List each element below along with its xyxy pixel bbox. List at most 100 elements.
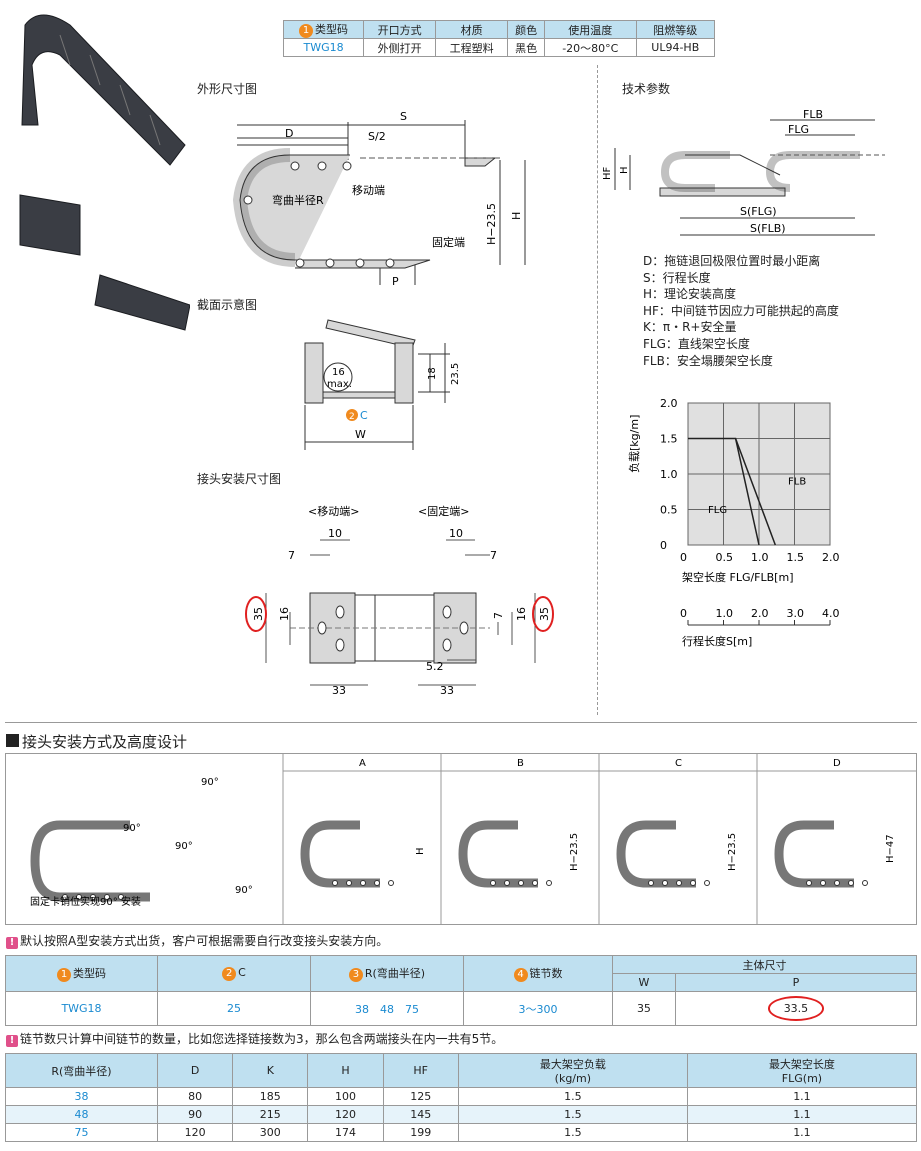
y-tick-label: 2.0 (660, 397, 678, 410)
dim-S: S (400, 110, 407, 123)
main-header: 主体尺寸 (612, 955, 917, 974)
divider (597, 65, 598, 715)
dim-header: R(弯曲半径) (5, 1053, 158, 1088)
dim-header: H (307, 1053, 384, 1088)
pin-icon (546, 880, 552, 886)
spec-cell: UL94-HB (635, 38, 716, 57)
spec-cell: -20～80°C (544, 38, 637, 57)
note-link-count: !链节数只计算中间链节的数量，比如您选择链接数为3，那么包含两端接头在内一共有5… (6, 1030, 503, 1047)
pin-icon (806, 880, 812, 886)
secondary-tick-label: 4.0 (822, 607, 840, 620)
dim-7: 7 (490, 549, 497, 562)
fixed-end-label: 固定端 (432, 235, 465, 249)
x-tick-label: 2.0 (822, 551, 840, 564)
section-drawing: 16 max. 18 23.5 2 C W (304, 319, 461, 450)
dim-cell: 1.5 (457, 1087, 688, 1106)
spec-header: 使用温度 (544, 20, 637, 39)
spec-cell: TWG18 (282, 38, 365, 57)
note-default-install: !默认按照A型安装方式出货，客户可根据需要自行改变接头安装方向。 (6, 932, 388, 949)
pin-icon (518, 880, 524, 886)
x-axis-label: 架空长度 FLG/FLB[m] (682, 570, 793, 584)
pin-icon (374, 880, 380, 886)
dim-header: HF (382, 1053, 459, 1088)
c-label: C (360, 409, 368, 422)
install-caption: 固定卡销位实现90° 安装 (30, 895, 141, 908)
dim-cell: 100 (307, 1087, 384, 1106)
dim-H-23.5: H−23.5 (727, 833, 738, 871)
definition: S：行程长度 (643, 270, 711, 285)
FLG-label: FLG (788, 123, 809, 136)
dim-cell: 1.1 (686, 1105, 918, 1124)
pin-icon (690, 880, 696, 886)
dim-33: 33 (332, 684, 346, 697)
pin-icon (648, 880, 654, 886)
product-photos (19, 14, 190, 331)
chain-illustration (458, 820, 538, 888)
spec-header: 开口方式 (363, 20, 437, 39)
HF-label: HF (602, 166, 613, 180)
definition: H：理论安装高度 (643, 287, 737, 302)
pin-icon (90, 894, 96, 900)
outline-drawing: D S/2 S 移动端 弯曲半径R 固定端 H−23.5 H P (232, 110, 526, 288)
definition: HF：中间链节因应力可能拱起的高度 (643, 303, 839, 318)
main-header: C (238, 966, 246, 979)
dim-H: H (510, 212, 523, 220)
install-panel: 固定卡销位实现90° 安装 90° 90° 90° 90° A B C D H … (5, 753, 917, 925)
tech-title: 技术参数 (622, 82, 671, 96)
dim-cell: 300 (232, 1123, 309, 1142)
divider (5, 722, 917, 723)
spec-cell: 黑色 (507, 38, 546, 57)
secondary-tick-label: 3.0 (787, 607, 805, 620)
dim-P: P (392, 275, 399, 288)
pin-icon (346, 880, 352, 886)
main-cell: TWG18 (5, 991, 158, 1026)
main-header: W (612, 973, 676, 992)
dim-35: 35 (538, 607, 551, 621)
x-tick-label: 1.5 (787, 551, 805, 564)
angle-label: 90° (235, 885, 253, 896)
pin-icon (820, 880, 826, 886)
dim-cell: 1.5 (457, 1105, 688, 1124)
section-title: 截面示意图 (197, 298, 258, 312)
dim-cell: 145 (382, 1105, 459, 1124)
dim-35: 35 (252, 607, 265, 621)
y-tick-label: 1.0 (660, 468, 678, 481)
pin-icon (360, 880, 366, 886)
dim-cell: 1.1 (686, 1123, 918, 1142)
series-line-FLB (734, 438, 777, 546)
dim-header: K (232, 1053, 309, 1088)
main-header: R(弯曲半径) (364, 967, 426, 980)
joint-drawing: <移动端> <固定端> 10 7 35 16 10 7 7 16 35 5.2 … (245, 504, 554, 697)
SFLG-label: S(FLG) (740, 205, 777, 218)
dim-cell: 90 (156, 1105, 234, 1124)
main-header: 链节数 (529, 967, 563, 980)
max-diameter: 16 (332, 367, 345, 378)
col-A: A (359, 758, 366, 769)
spec-header: 颜色 (507, 20, 546, 39)
dim-16: 16 (278, 607, 291, 621)
bend-radius-label: 弯曲半径R (272, 193, 324, 207)
secondary-tick-label: 0 (680, 607, 687, 620)
angle-label: 90° (175, 841, 193, 852)
pin-icon (332, 880, 338, 886)
dim-cell: 185 (232, 1087, 309, 1106)
dim-cell: 75 (5, 1123, 158, 1142)
chain-illustration (30, 820, 150, 902)
y-tick-label: 1.5 (660, 433, 678, 446)
dim-5.2: 5.2 (426, 660, 444, 673)
SFLB-label: S(FLB) (750, 222, 786, 235)
pin-icon (62, 894, 68, 900)
pin-icon (104, 894, 110, 900)
moving-end-title: <移动端> (308, 505, 359, 518)
install-title: 接头安装方式及高度设计 (6, 731, 187, 752)
fixed-end-title: <固定端> (418, 504, 469, 518)
x-tick-label: 1.0 (751, 551, 769, 564)
pin-icon (676, 880, 682, 886)
dim-cell: 1.5 (457, 1123, 688, 1142)
x-tick-label: 0 (680, 551, 687, 564)
dim-cell: 48 (5, 1105, 158, 1124)
tech-definitions: D：拖链退回极限位置时最小距离 S：行程长度 H：理论安装高度 HF：中间链节因… (643, 253, 839, 369)
